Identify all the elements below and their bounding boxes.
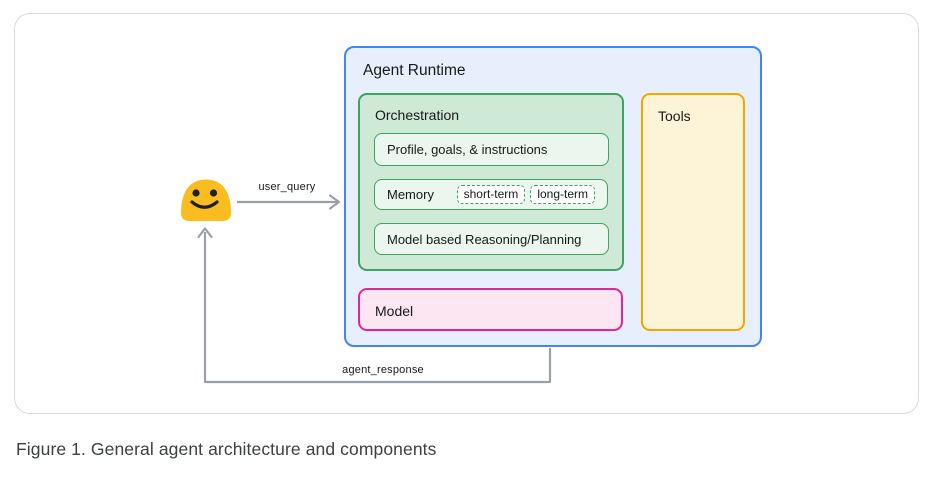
emoji-left-eye [192,189,200,197]
profile-goals-instructions-label: Profile, goals, & instructions [387,142,548,157]
user-query-arrowhead [328,194,341,210]
memory-box: Memory short-term long-term [374,179,608,210]
tools-label: Tools [658,108,691,124]
agent-runtime-title: Agent Runtime [363,62,466,79]
profile-goals-instructions-box: Profile, goals, & instructions [374,133,609,166]
user-query-label: user_query [258,181,316,193]
agent-response-label: agent_response [342,364,424,376]
tools-box: Tools [641,93,745,331]
memory-chips: short-term long-term [456,185,595,204]
agent-response-arrowhead [197,227,213,239]
model-box: Model [358,288,623,331]
memory-label: Memory [387,187,434,202]
model-label: Model [375,303,414,319]
reasoning-planning-label: Model based Reasoning/Planning [387,231,582,247]
emoji-smile [190,200,219,209]
figure-panel: user_query agent_response Agent Runtime … [14,13,919,414]
user-smiley-emoji-icon [181,179,231,221]
reasoning-planning-box: Model based Reasoning/Planning [374,223,609,255]
figure-caption: Figure 1. General agent architecture and… [16,439,437,459]
long-term-memory-chip: long-term [530,185,595,204]
orchestration-title: Orchestration [375,107,460,123]
emoji-right-eye [209,189,218,197]
short-term-memory-chip: short-term [456,185,526,204]
emoji-head [181,179,231,221]
